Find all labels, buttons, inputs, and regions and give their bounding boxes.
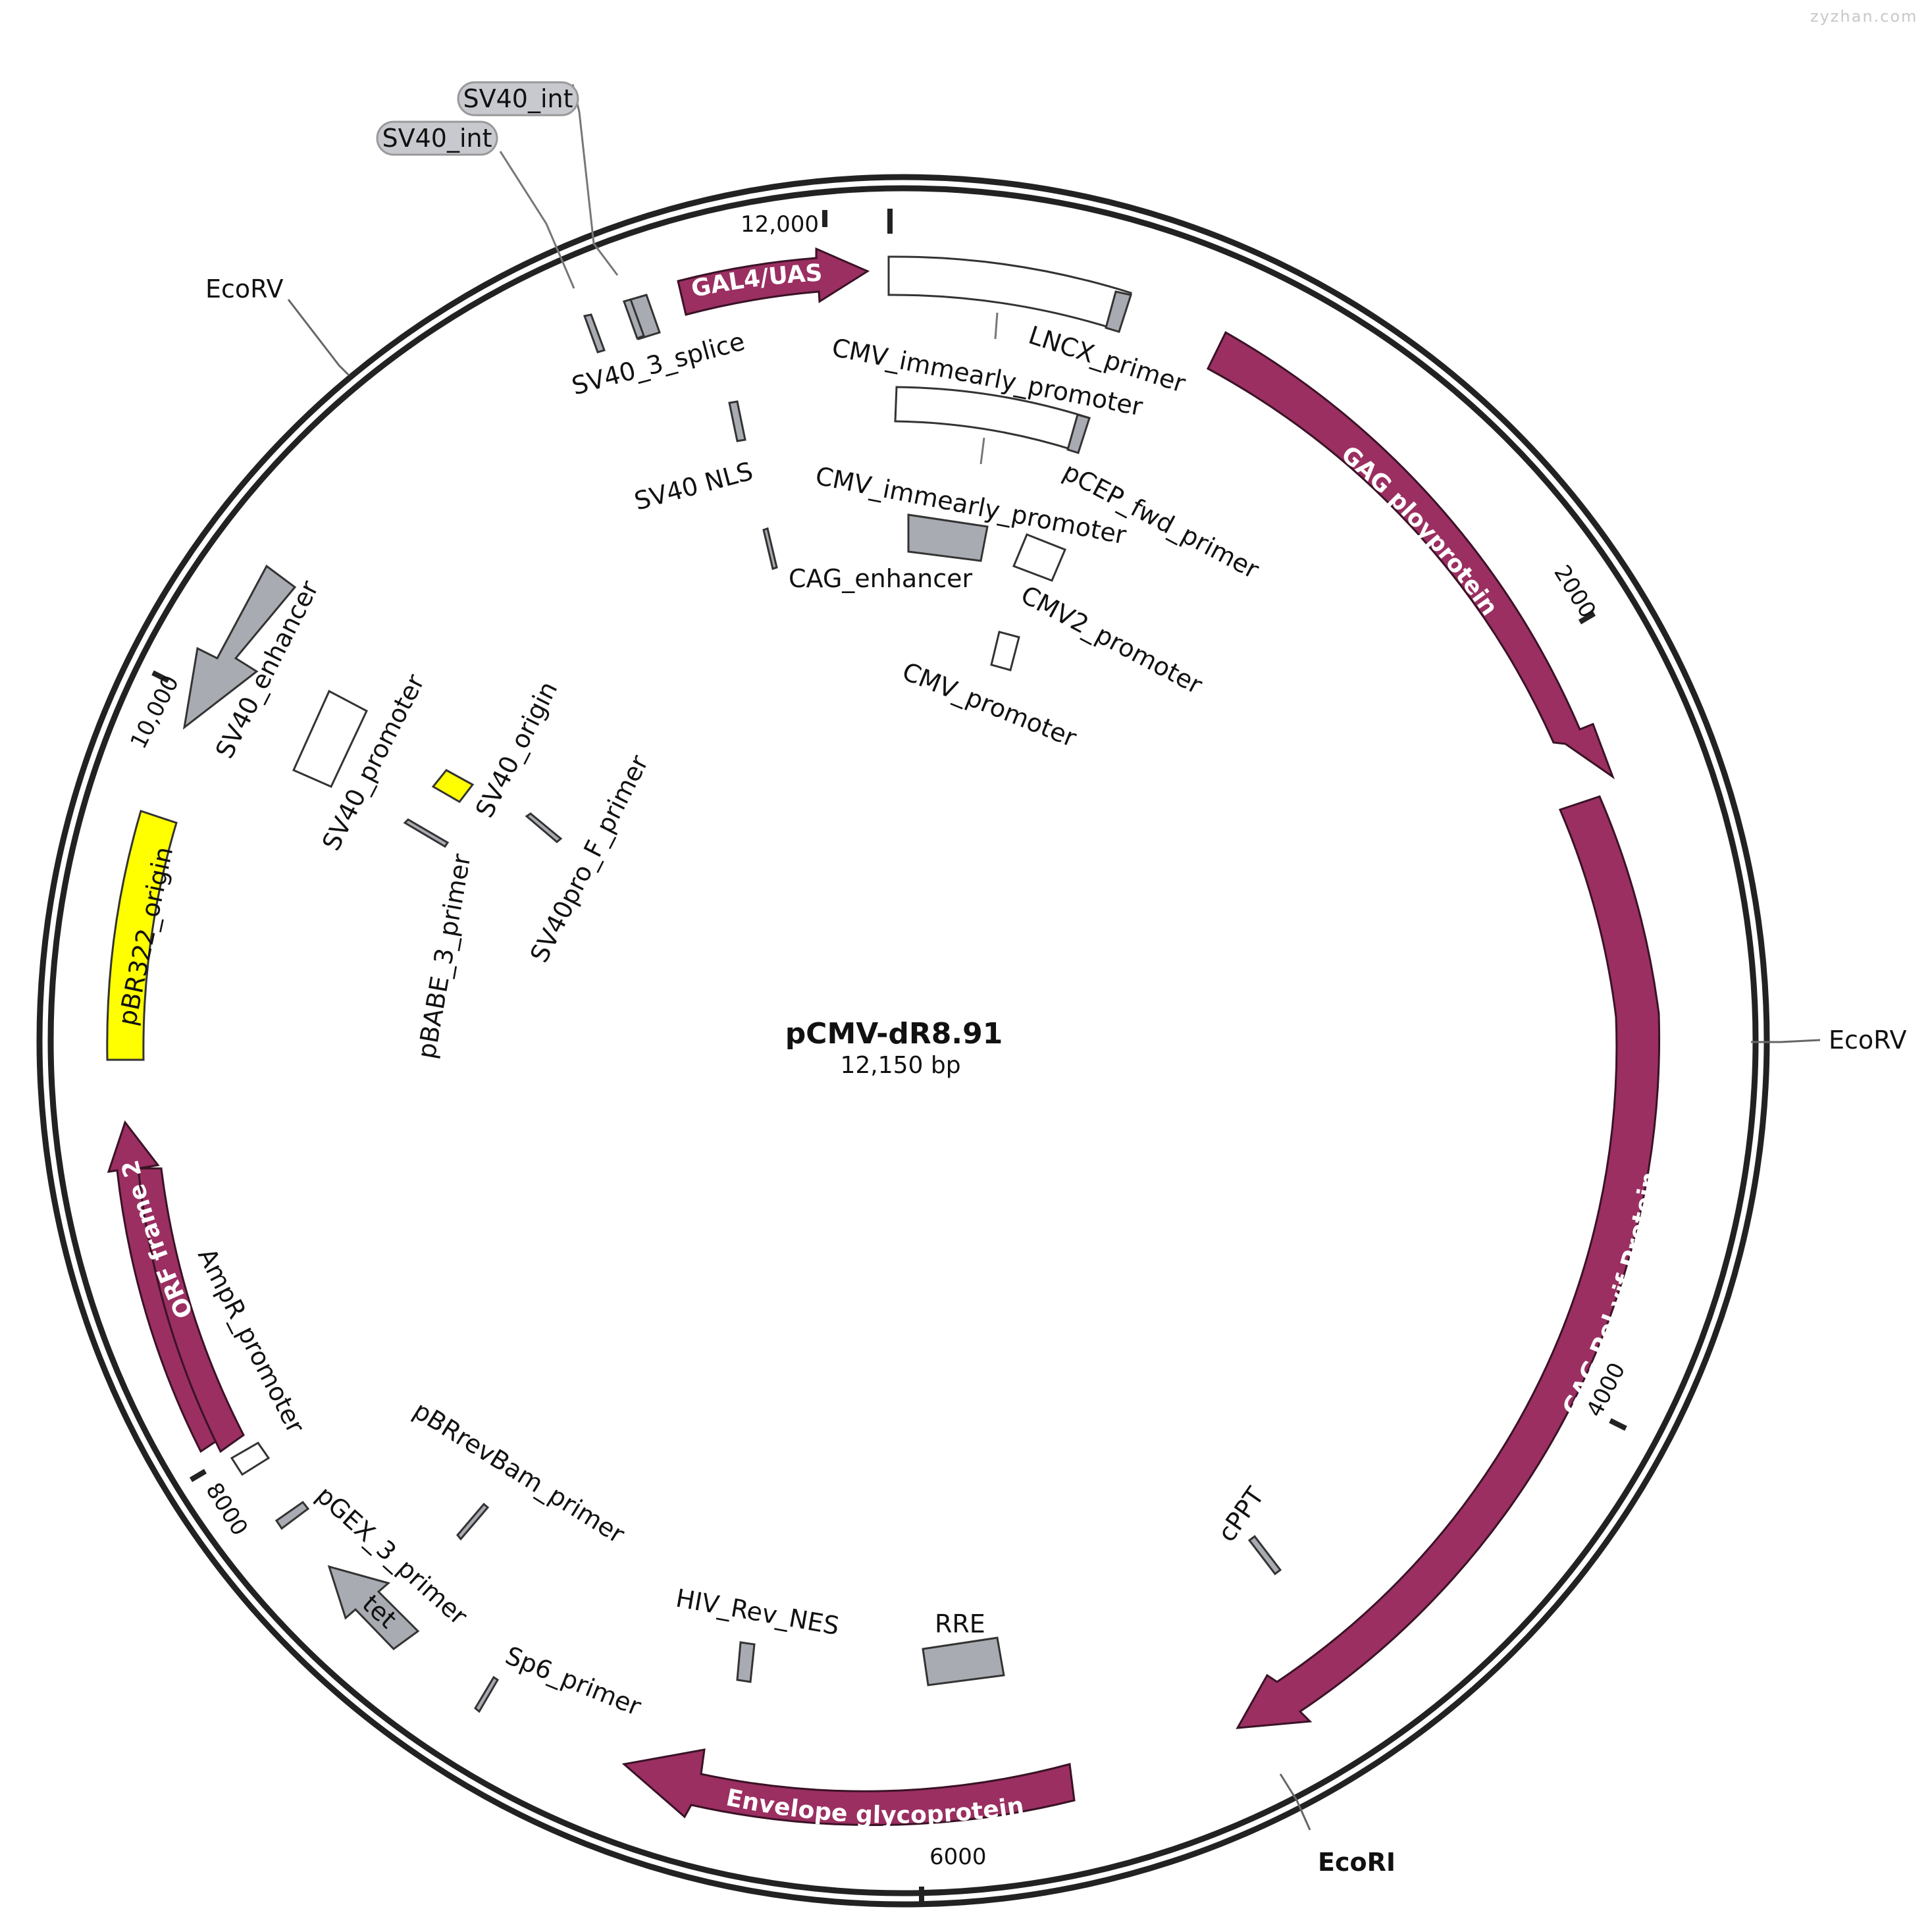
ecori-leader	[1279, 1773, 1311, 1831]
pbabe-3-primer-label: pBABE_3_primer	[412, 852, 477, 1061]
site-ecori: EcoRI	[1318, 1848, 1396, 1877]
rre-label: RRE	[935, 1609, 985, 1638]
cmv-promoter-label: CMV_promoter	[899, 657, 1081, 753]
cag-enhancer-label: CAG_enhancer	[789, 564, 972, 593]
sv40-int-block-2[interactable]	[623, 298, 645, 340]
tick-label-10000: 10,000	[125, 671, 184, 753]
pbabe-3-primer-block[interactable]	[403, 818, 450, 849]
ecorv-right-leader	[1751, 1039, 1821, 1043]
site-ecorv-right: EcoRV	[1829, 1026, 1906, 1055]
pbrrevbam-primer-block[interactable]	[456, 1502, 490, 1541]
watermark: zyzhan.com	[1810, 7, 1918, 26]
tick-label-6000: 6000	[929, 1844, 987, 1870]
sv40-origin-label: SV40_origin	[470, 677, 563, 822]
orf-frame-2-body	[137, 1167, 245, 1453]
cppt-block[interactable]	[1247, 1534, 1282, 1576]
cmv-immearly-promoter-1-box[interactable]	[887, 255, 1132, 332]
sv40-int-callout-2-text: SV40_int	[382, 124, 492, 153]
cmv-promoter-box[interactable]	[990, 631, 1020, 671]
backbone	[36, 174, 1770, 1908]
sv40-int-callout-1[interactable]	[457, 81, 579, 117]
hiv-rev-nes-label: HIV_Rev_NES	[673, 1584, 841, 1641]
envelope-glycoprotein-arrow[interactable]	[621, 1748, 1076, 1826]
cmv-immearly-promoter-2-leader	[979, 437, 985, 465]
sv40pro-f-primer-label: SV40pro_F_primer	[525, 750, 654, 967]
cmv2-promoter-box[interactable]	[1012, 533, 1066, 582]
gag-pol-vif-arrow[interactable]	[1236, 795, 1661, 1729]
cmv-immearly-promoter-1-leader	[994, 312, 999, 340]
tick-4000	[1609, 1418, 1627, 1431]
sv40-int-callout-1-text: SV40_int	[463, 84, 573, 113]
sv40-origin-block[interactable]	[431, 769, 475, 803]
sv40-promoter-box[interactable]	[292, 689, 368, 788]
tick-8000	[189, 1469, 207, 1482]
ecorv-top-left-leader	[287, 299, 350, 377]
gag-polyprotein-label: GAG ployprotein	[1336, 441, 1503, 621]
plasmid-title: pCMV-dR8.91	[785, 1017, 1003, 1051]
sv40pro-f-primer-block[interactable]	[525, 812, 563, 843]
rre-block[interactable]	[922, 1636, 1005, 1686]
pcep-fwd-primer-block[interactable]	[1066, 413, 1091, 454]
ampr-promoter-box[interactable]	[230, 1442, 271, 1476]
sv40-int-callout-2[interactable]	[376, 120, 498, 156]
plasmid-length: 12,150 bp	[840, 1052, 960, 1079]
pbr322-origin-block[interactable]	[106, 810, 178, 1061]
site-ecorv-top-left: EcoRV	[205, 274, 283, 303]
sp6-primer-label: Sp6_primer	[502, 1641, 646, 1722]
sv40-int-block-1[interactable]	[583, 313, 606, 353]
sp6-primer-block[interactable]	[474, 1675, 500, 1713]
sv40-nls-label: SV40 NLS	[631, 456, 756, 515]
tick-label-12000: 12,000	[741, 211, 819, 238]
hiv-rev-nes-block[interactable]	[736, 1641, 756, 1683]
sv40-int-1-leader	[571, 84, 619, 276]
gag-polyprotein-arrow[interactable]	[1207, 330, 1615, 779]
tick-label-2000: 2000	[1548, 561, 1601, 623]
sv40-enhancer-arrow[interactable]	[182, 564, 297, 730]
tet-arrow[interactable]	[327, 1565, 420, 1650]
gal4-uas-arrow[interactable]	[677, 247, 870, 316]
tick-2000	[1578, 611, 1596, 625]
tick-marks	[151, 209, 1627, 1904]
cppt-label: cPPT	[1212, 1482, 1270, 1548]
pbrrevbam-primer-label: pBRrevBam_primer	[408, 1396, 630, 1549]
cag-marker	[762, 527, 778, 570]
sv40-nls-block[interactable]	[728, 400, 746, 442]
lncx-primer-block[interactable]	[1105, 290, 1132, 333]
pgex-3-primer-block[interactable]	[274, 1500, 310, 1530]
sv40-int-2-leader	[499, 151, 575, 289]
tick-10000	[151, 670, 170, 683]
cag-enhancer-block[interactable]	[907, 513, 989, 562]
cmv2-promoter-label: CMV2_promoter	[1016, 580, 1207, 700]
